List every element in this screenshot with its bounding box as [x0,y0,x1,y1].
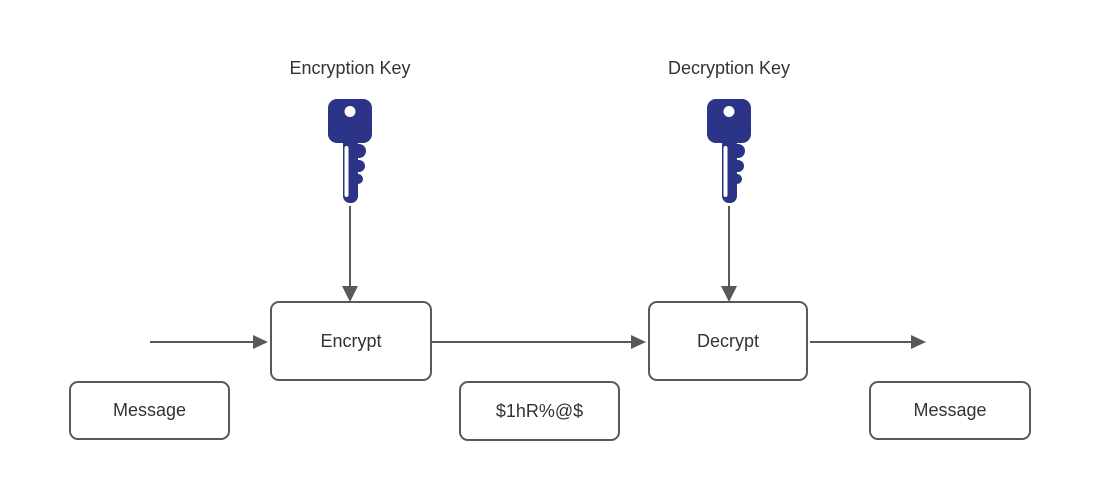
message-in-box: Message [69,381,230,440]
decrypt-box: Decrypt [648,301,808,381]
encryption-key-icon [327,99,373,210]
message-out-box: Message [869,381,1031,440]
encryption-key-label: Encryption Key [289,58,411,78]
decryption-key-label: Decryption Key [667,58,791,78]
ciphertext-box: $1hR%@$ [459,381,620,441]
decryption-key-icon [706,99,752,210]
encrypt-box: Encrypt [270,301,432,381]
